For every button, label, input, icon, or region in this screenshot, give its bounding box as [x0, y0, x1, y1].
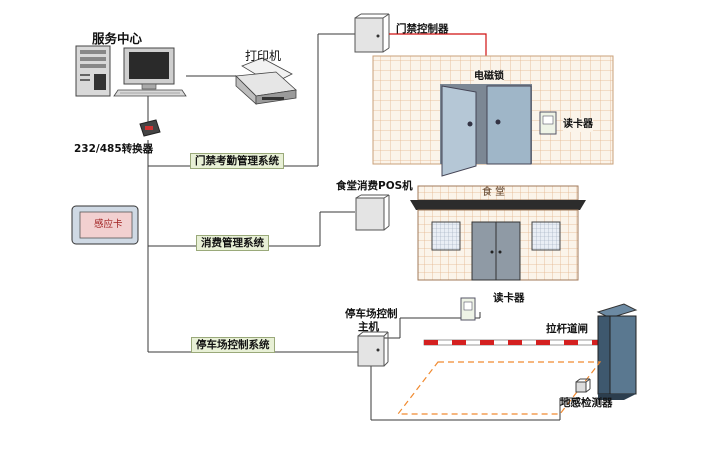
converter-label: 232/485转换器 — [74, 143, 154, 155]
printer-icon — [235, 57, 297, 105]
ground-sensor-icon — [575, 378, 591, 393]
magnetic-lock-label: 电磁锁 — [474, 70, 504, 84]
access-controller-label: 门禁控制器 — [396, 23, 449, 35]
parking-card-reader-label: 读卡器 — [493, 292, 525, 304]
consumption-system-label: 消费管理系统 — [196, 235, 269, 251]
parking-system-label: 停车场控制系统 — [191, 337, 275, 353]
sensor-card-icon — [71, 205, 139, 245]
barrier-gate-icon — [423, 303, 638, 400]
converter-device-icon — [139, 119, 161, 137]
canteen-sign: 食 堂 — [482, 187, 506, 198]
canteen-pos-label: 食堂消费POS机 — [336, 180, 413, 192]
service-center-label: 服务中心 — [92, 31, 143, 46]
parking-controller-label-1: 停车场控制 — [345, 308, 398, 320]
printer-label: 打印机 — [245, 49, 282, 63]
barrier-gate-label: 拉杆道闸 — [546, 323, 588, 335]
parking-card-reader-icon — [460, 297, 476, 321]
access-controller-icon — [354, 13, 390, 53]
parking-controller-label-2: 主机 — [358, 321, 379, 333]
server-computer-icon — [75, 45, 187, 97]
sensor-card-label: 感应卡 — [94, 219, 123, 230]
connection-lines — [147, 33, 580, 421]
access-door-wall — [372, 55, 614, 177]
parking-controller-icon — [357, 331, 389, 367]
parking-zone-outline — [396, 361, 602, 415]
canteen-building — [410, 185, 586, 281]
ground-sensor-label: 地感检测器 — [560, 397, 613, 409]
access-system-label: 门禁考勤管理系统 — [190, 153, 284, 169]
door-card-reader-label: 读卡器 — [563, 118, 593, 132]
pos-terminal-icon — [355, 194, 390, 231]
